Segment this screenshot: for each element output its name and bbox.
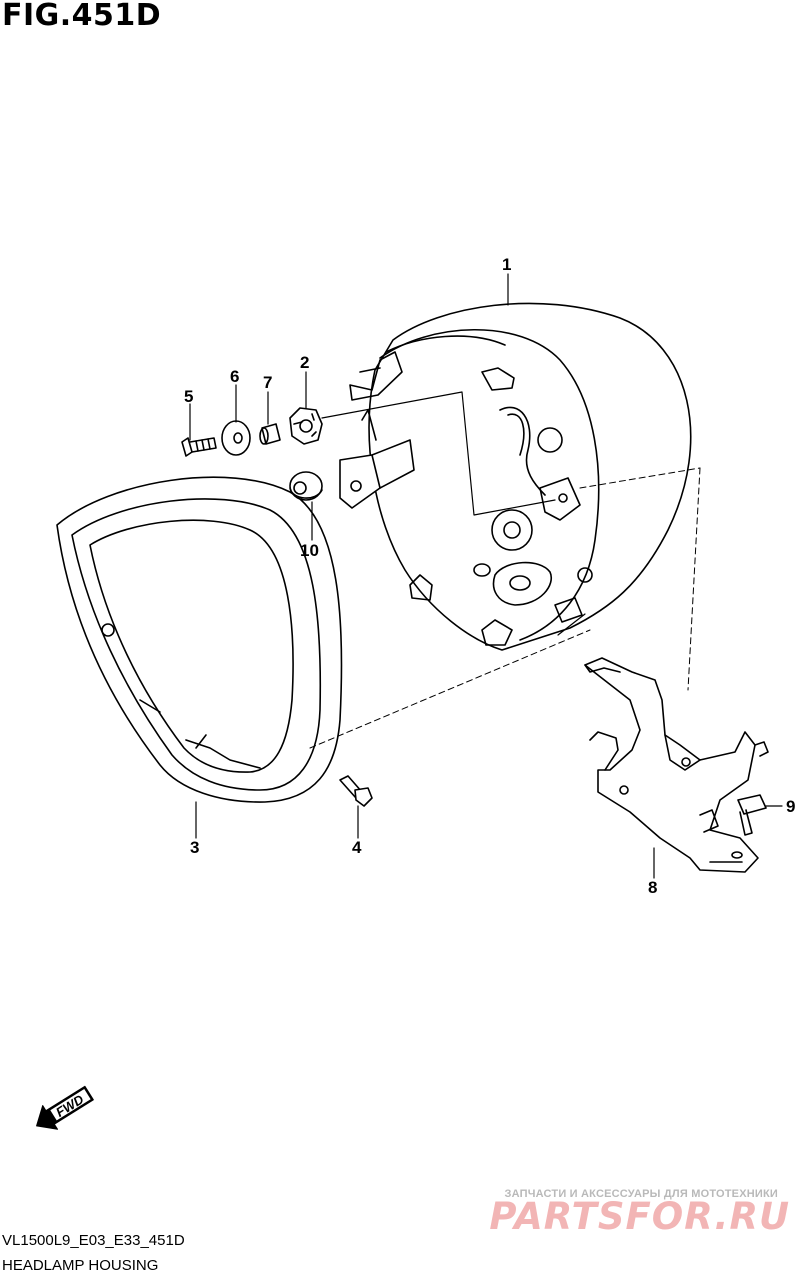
callout-8: 8 xyxy=(648,878,657,897)
watermark-tagline: ЗАПЧАСТИ И АКСЕССУАРЫ ДЛЯ МОТОТЕХНИКИ xyxy=(504,1188,778,1200)
callout-6: 6 xyxy=(230,367,239,386)
callout-3: 3 xyxy=(190,838,199,857)
callout-5: 5 xyxy=(184,387,193,406)
callout-7: 7 xyxy=(263,373,272,392)
callout-2: 2 xyxy=(300,353,309,372)
diagram-caption: HEADLAMP HOUSING xyxy=(2,1257,159,1274)
headlamp-rim-ring xyxy=(56,476,343,803)
screw-part-5 xyxy=(181,437,217,457)
nut-part-2 xyxy=(289,407,323,445)
callout-10: 10 xyxy=(300,541,319,560)
bracket-part-8 xyxy=(584,657,769,873)
grommet-part-10 xyxy=(289,471,323,501)
washer-part-6 xyxy=(221,420,251,456)
figure-title: FIG.451D xyxy=(2,0,162,33)
callout-9: 9 xyxy=(786,797,795,816)
leader-lines xyxy=(189,273,783,879)
callout-labels: 1 2 3 4 5 6 7 8 9 10 xyxy=(184,255,795,897)
watermark-brand: PARTSFOR.RU xyxy=(489,1195,790,1238)
screw-part-4 xyxy=(339,775,373,807)
callout-1: 1 xyxy=(502,255,511,274)
callout-4: 4 xyxy=(352,838,362,857)
diagram-code: VL1500L9_E03_E33_451D xyxy=(2,1232,185,1249)
headlamp-housing-shell xyxy=(339,302,692,651)
fwd-arrow-icon: FWD xyxy=(36,1085,94,1130)
assembly-dashed-lines xyxy=(309,467,701,749)
collar-part-7 xyxy=(259,423,281,445)
bolt-part-9 xyxy=(737,794,767,836)
